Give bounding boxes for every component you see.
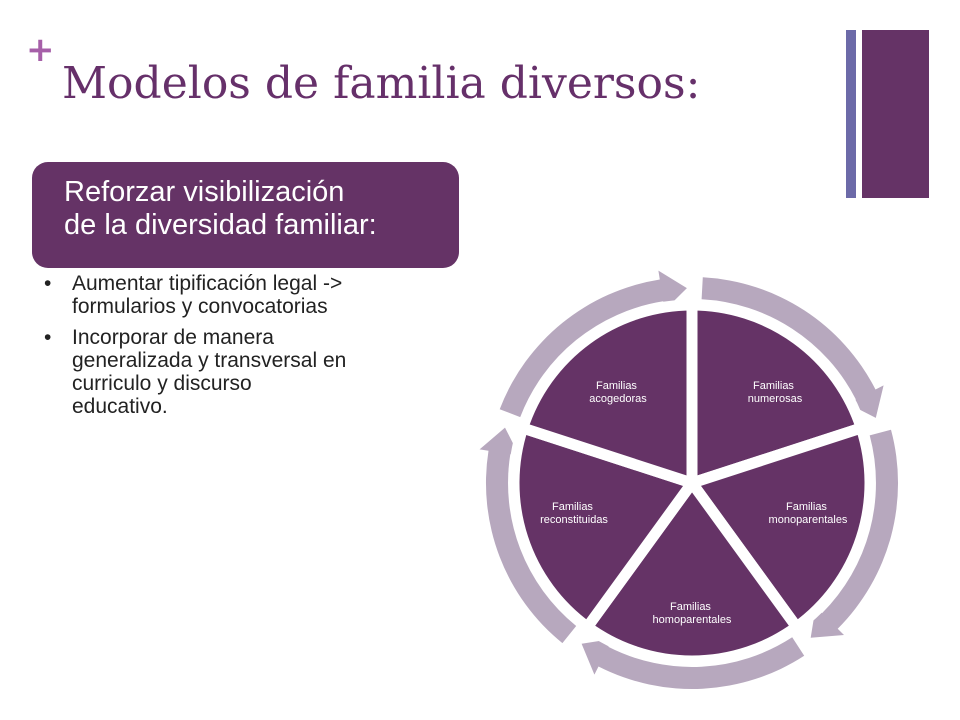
segment-label-numerosas: Familias numerosas <box>748 380 803 405</box>
segment-monoparentales <box>683 421 876 635</box>
plus-icon: + <box>26 30 55 70</box>
segment-label-homoparentales: Familias homoparentales <box>653 601 732 626</box>
cycle-arrow <box>581 637 805 689</box>
segment-acogedoras <box>515 299 698 491</box>
segment-reconstituidas <box>508 421 701 635</box>
bullet-line: generalizada y transversal en <box>72 349 347 372</box>
bullet-list: • Aumentar tipificación legal -> formula… <box>20 272 460 426</box>
cycle-arrows <box>479 270 899 689</box>
cycle-arrow <box>499 270 687 418</box>
slide-title: Modelos de familia diversos: <box>62 58 701 109</box>
segment-label-monoparentales: Familias monoparentales <box>769 501 848 526</box>
cycle-arrow <box>701 277 884 418</box>
cycle-segments <box>508 299 876 667</box>
callout-line-2: de la diversidad familiar: <box>64 209 377 241</box>
bullet-line: educativo. <box>72 395 168 418</box>
segment-label-acogedoras: Familias acogedoras <box>589 380 647 405</box>
family-cycle-diagram: Familias numerosas Familias monoparental… <box>479 270 899 689</box>
bullet-line: Incorporar de manera <box>72 326 274 349</box>
callout-box: Reforzar visibilización de la diversidad… <box>32 162 459 268</box>
bullet-item: • Incorporar de manera generalizada y tr… <box>20 326 460 418</box>
cycle-arrow <box>810 429 899 638</box>
bullet-item: • Aumentar tipificación legal -> formula… <box>20 272 460 318</box>
bullet-dot: • <box>44 272 52 295</box>
accent-bar-thin <box>846 30 856 198</box>
cycle-labels: Familias numerosas Familias monoparental… <box>540 380 848 626</box>
segment-label-reconstituidas: Familias reconstituidas <box>540 501 608 526</box>
bullet-dot: • <box>44 326 52 349</box>
segment-homoparentales <box>579 473 805 667</box>
cycle-arrow <box>479 427 577 644</box>
accent-bar-thick <box>862 30 929 198</box>
bullet-line: curriculo y discurso <box>72 372 252 395</box>
bullet-line: formularios y convocatorias <box>72 295 328 318</box>
callout-line-1: Reforzar visibilización <box>64 176 345 208</box>
bullet-line: Aumentar tipificación legal -> <box>72 272 343 295</box>
